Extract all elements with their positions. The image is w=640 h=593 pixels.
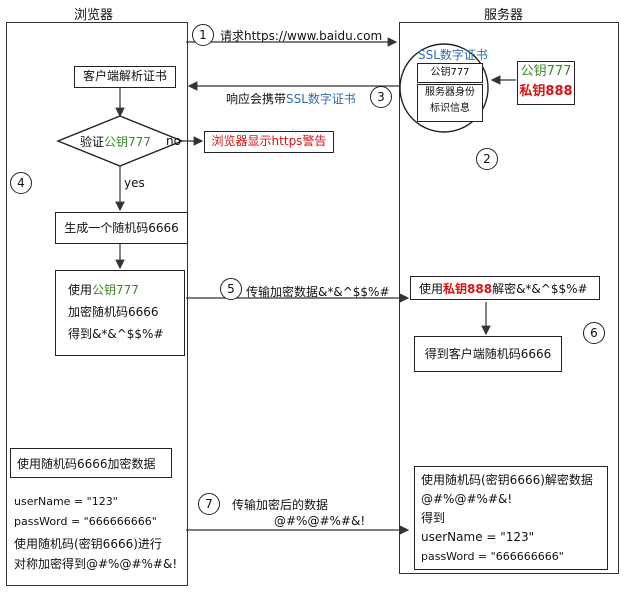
cert-field-pubkey: 公钥777 — [417, 63, 483, 83]
browser-password: passWord = "666666666" — [14, 515, 157, 528]
got-random-text: 得到客户端随机码6666 — [424, 347, 552, 361]
cert-field-identity-l2: 标识信息 — [430, 103, 470, 114]
server-column-title: 服务器 — [484, 8, 524, 23]
verify-label: 验证公钥777 — [80, 133, 151, 150]
server-key-box: 公钥777 私钥888 — [517, 61, 575, 105]
step-6-badge: 6 — [583, 322, 605, 344]
cert-field-pubkey-text: 公钥777 — [430, 67, 470, 78]
verify-text-a: 验证 — [80, 135, 105, 149]
browser-sym-line-1: 使用随机码(密钥6666)进行 — [14, 537, 162, 551]
server-pubkey: 公钥777 — [520, 64, 572, 79]
step-3-text-a: 响应会携带 — [226, 92, 287, 106]
gen-random-text: 生成一个随机码6666 — [64, 221, 179, 235]
encrypt-line-2: 加密随机码6666 — [68, 305, 159, 319]
step-7-text-a: 传输加密后的数据 — [232, 498, 329, 512]
warning-box: 浏览器显示https警告 — [204, 131, 334, 153]
verify-text-b: 公钥777 — [104, 135, 151, 149]
step-3-text: 响应会携带SSL数字证书 — [226, 90, 356, 107]
parse-cert-text: 客户端解析证书 — [82, 69, 167, 83]
step-1-text: 请求https://www.baidu.com — [220, 29, 383, 43]
step-7-text-b: @#%@#%#&! — [274, 514, 366, 528]
encrypt-random-box: 使用公钥777 加密随机码6666 得到&*&^$$%# — [55, 270, 185, 356]
step-3-text-b: SSL数字证书 — [286, 92, 356, 106]
enc-data-box: 使用随机码6666加密数据 — [10, 448, 172, 478]
step-5-text: 传输加密数据&*&^$$%# — [246, 285, 390, 299]
yes-label: yes — [124, 176, 145, 190]
encrypt-line-1b: 公钥777 — [92, 283, 139, 297]
final-line-1: 使用随机码(密钥6666)解密数据 — [421, 473, 593, 487]
enc-data-text: 使用随机码6666加密数据 — [17, 457, 156, 471]
cert-title: SSL数字证书 — [418, 48, 488, 62]
decrypt-b: 私钥888 — [443, 282, 493, 296]
gen-random-box: 生成一个随机码6666 — [55, 212, 188, 244]
encrypt-line-1: 使用公钥777 — [68, 279, 184, 301]
final-line-2: @#%@#%#&! — [421, 492, 513, 506]
encrypt-line-1a: 使用 — [68, 283, 93, 297]
server-privkey: 私钥888 — [519, 84, 573, 99]
browser-sym-line-2: 对称加密得到@#%@#%#&! — [14, 557, 178, 571]
decrypt-c: 解密&*&^$$%# — [492, 282, 588, 296]
encrypt-line-3: 得到&*&^$$%# — [68, 327, 164, 341]
step-2-badge: 2 — [476, 148, 498, 170]
verify-diamond — [56, 115, 184, 167]
browser-username: userName = "123" — [14, 495, 118, 508]
browser-column-title: 浏览器 — [74, 8, 114, 23]
cert-field-identity-l1: 服务器身份 — [425, 87, 475, 98]
final-line-5: passWord = "666666666" — [421, 550, 564, 563]
parse-cert-box: 客户端解析证书 — [74, 66, 176, 88]
step-7-badge: 7 — [198, 493, 220, 515]
warning-text: 浏览器显示https警告 — [211, 134, 327, 148]
final-line-3: 得到 — [421, 511, 446, 525]
final-decrypt-box: 使用随机码(密钥6666)解密数据 @#%@#%#&! 得到 userName … — [414, 466, 608, 570]
cert-field-identity: 服务器身份 标识信息 — [417, 84, 483, 122]
step-3-badge: 3 — [370, 86, 392, 108]
final-line-4: userName = "123" — [421, 530, 535, 544]
step-5-badge: 5 — [220, 278, 242, 300]
step-1-badge: 1 — [192, 24, 214, 46]
decrypt-box: 使用私钥888解密&*&^$$%# — [410, 276, 600, 300]
decrypt-a: 使用 — [419, 282, 444, 296]
got-random-box: 得到客户端随机码6666 — [414, 336, 562, 372]
step-4-badge: 4 — [10, 172, 32, 194]
no-label: no — [166, 134, 181, 148]
